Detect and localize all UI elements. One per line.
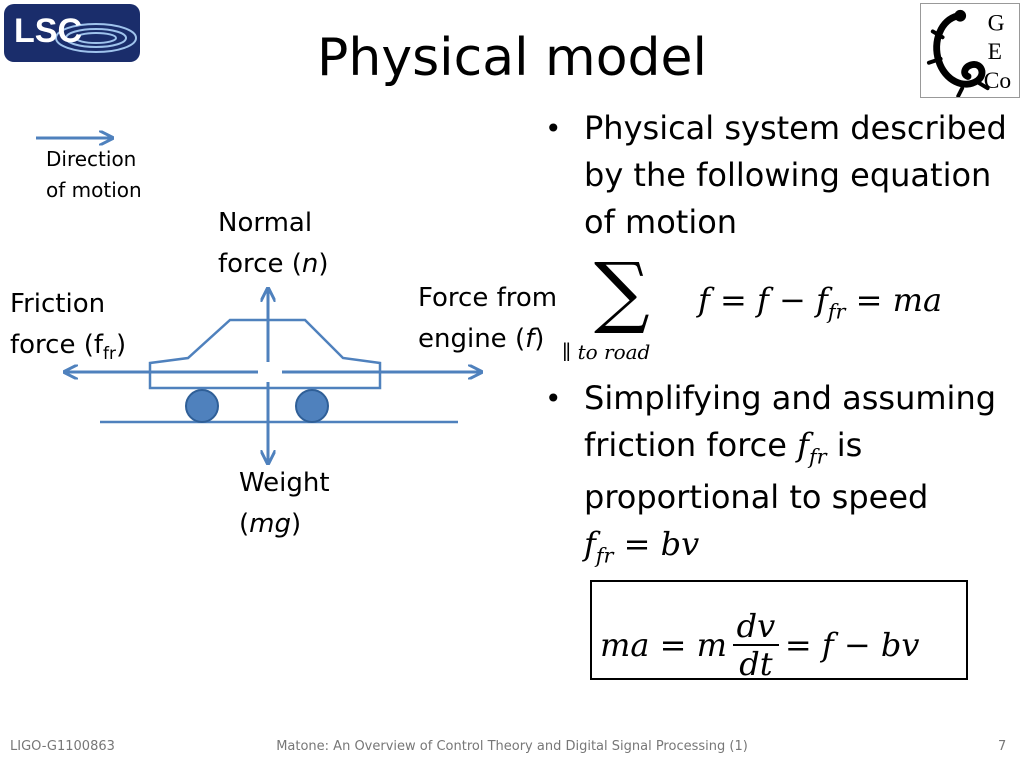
bullet-2-line2-prefix: friction force — [584, 426, 798, 464]
boxed-lhs: ma = m — [600, 626, 727, 664]
summation-subscript: ∥ to road — [562, 340, 651, 364]
car-body — [148, 318, 382, 390]
lsc-logo: LSC — [4, 4, 140, 62]
weight-prefix: ( — [239, 509, 250, 539]
bullet-1-line3: of motion — [584, 203, 738, 241]
direction-label: Direction of motion — [46, 144, 142, 206]
normal-force-prefix: force ( — [218, 249, 302, 279]
eq1-tail: = ma — [845, 281, 943, 319]
normal-force-line1: Normal — [218, 208, 313, 238]
friction-force-sub: fr — [103, 343, 116, 364]
weight-symbol: mg — [249, 509, 291, 539]
bullet-1-line2: by the following equation — [584, 156, 992, 194]
bullet-1: Physical system described by the followi… — [584, 105, 1014, 246]
page-title: Physical model — [317, 28, 707, 88]
fraction-bar — [732, 644, 779, 646]
bullet-2-line2-suffix: is — [826, 426, 863, 464]
lsc-logo-text: LSC — [14, 12, 82, 50]
engine-force-line1: Force from — [418, 283, 558, 313]
direction-label-line2: of motion — [46, 178, 142, 202]
friction-equation: ffr = bv — [584, 521, 1014, 579]
friction-force-line1: Friction — [10, 289, 106, 319]
bullet-2-line1: Simplifying and assuming — [584, 379, 997, 417]
slide-number: 7 — [998, 739, 1007, 754]
friction-force-suffix: ) — [115, 330, 127, 360]
bullet-2-ffr: f — [797, 426, 809, 464]
summation-symbol: ∑ — [594, 247, 650, 337]
weight-label: Weight (mg) — [239, 463, 330, 545]
normal-force-label: Normal force (n) — [218, 203, 329, 285]
footer-doc-id: LIGO-G1100863 — [10, 739, 115, 754]
eq1-body: f = f − f — [698, 281, 828, 319]
boxed-rhs: = f − bv — [784, 626, 920, 664]
boxed-equation: ma = m dv dt = f − bv — [590, 580, 968, 683]
eq2-f: f — [584, 525, 596, 563]
bullet-marker-2: • — [545, 382, 562, 415]
geco-letter-co: Co — [984, 68, 1011, 94]
boxed-numerator: dv — [736, 607, 776, 645]
boxed-denominator: dt — [739, 645, 773, 683]
bullet-2-ffr-sub: fr — [808, 444, 827, 469]
bullet-1-line1: Physical system described — [584, 109, 1007, 147]
bullet-marker-1: • — [545, 112, 562, 145]
engine-force-label: Force from engine (f) — [418, 278, 557, 360]
direction-label-line1: Direction — [46, 147, 137, 171]
geco-letter-g: G — [988, 10, 1005, 36]
weight-line1: Weight — [239, 468, 330, 498]
footer-title: Matone: An Overview of Control Theory an… — [276, 739, 748, 754]
eq2-sub: fr — [595, 543, 614, 568]
force-diagram — [36, 0, 520, 560]
normal-force-symbol: n — [301, 249, 319, 279]
normal-force-suffix: ) — [318, 249, 329, 279]
eq1-sub: fr — [827, 299, 846, 324]
equation-of-motion: f = f − ffr = ma — [698, 278, 942, 333]
eq2-rhs: = bv — [613, 525, 700, 563]
rear-wheel — [185, 389, 219, 423]
engine-force-prefix: engine ( — [418, 324, 526, 354]
weight-suffix: ) — [291, 509, 302, 539]
engine-force-suffix: ) — [534, 324, 545, 354]
front-wheel — [295, 389, 329, 423]
bullet-2-line3: proportional to speed — [584, 478, 929, 516]
geco-letter-e: E — [988, 39, 1002, 65]
friction-force-prefix: force (f — [10, 330, 104, 360]
bullet-2: Simplifying and assuming friction force … — [584, 375, 1014, 579]
friction-force-label: Friction force (ffr) — [10, 284, 126, 374]
geco-logo: G E Co — [920, 3, 1020, 98]
engine-force-symbol: f — [525, 324, 535, 354]
